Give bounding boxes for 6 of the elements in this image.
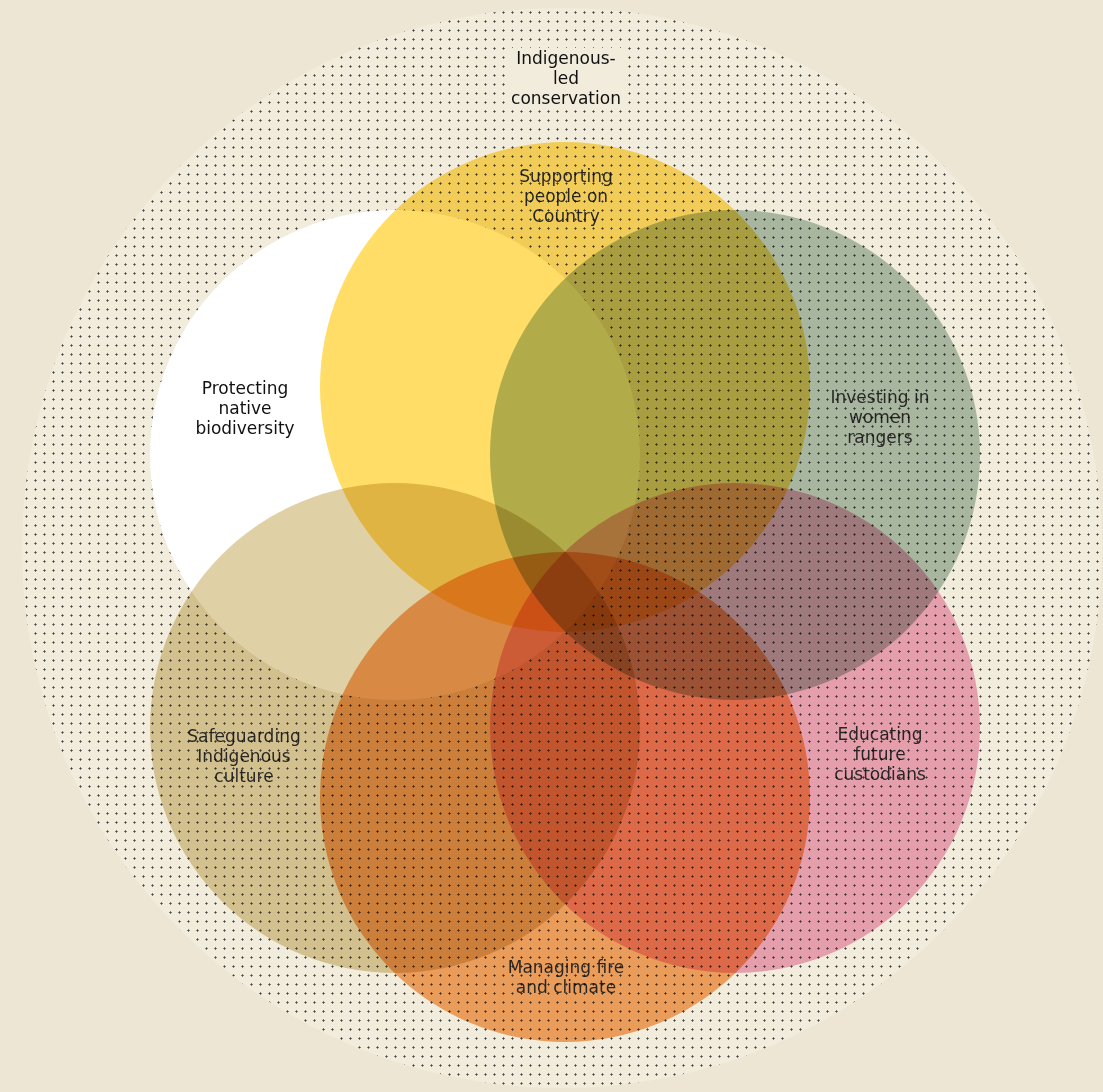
circle-label: Investing in women rangers [829,387,931,447]
circle-label: Supporting people on Country [518,166,614,226]
circle-label: Managing fire and climate [507,957,625,997]
circle-label: Educating future custodians [833,724,927,784]
circle-label: Safeguarding Indigenous culture [186,726,302,786]
circle-label: Protecting native biodiversity [194,378,296,438]
